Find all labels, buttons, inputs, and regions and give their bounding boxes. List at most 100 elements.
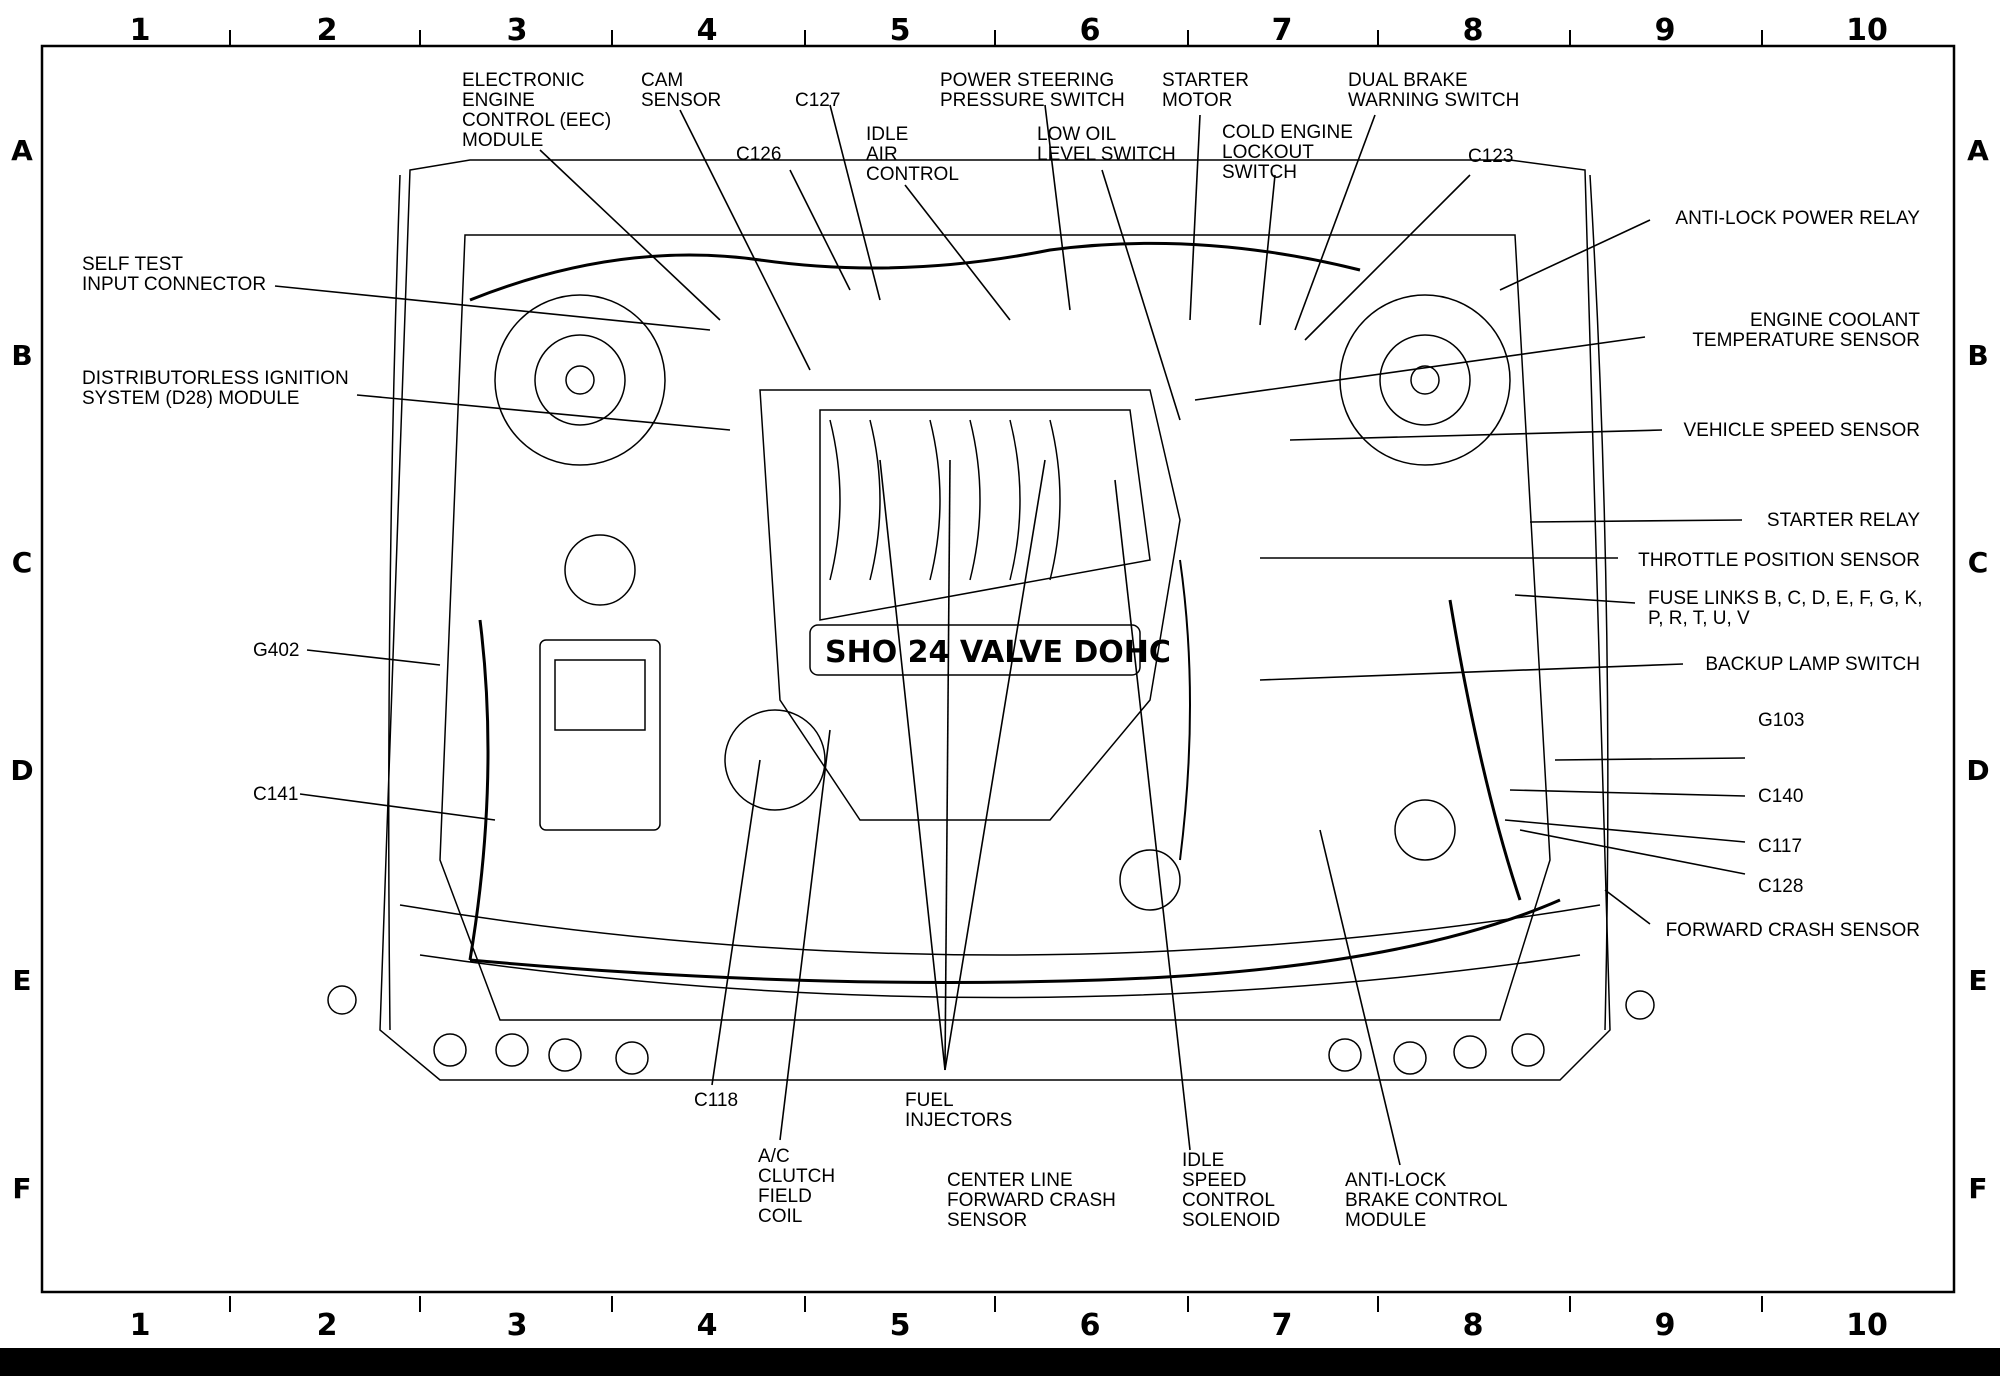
grid-column-label-bottom: 5 (890, 1308, 911, 1343)
label-line: C127 (795, 90, 840, 111)
label-fuse-links: FUSE LINKS B, C, D, E, F, G, K,P, R, T, … (1648, 588, 1923, 629)
label-starter-relay: STARTER RELAY (1767, 510, 1920, 531)
label-line: CONTROL (1182, 1190, 1275, 1211)
grid-row-label-right: E (1968, 964, 1987, 997)
grid-row-label-right: D (1966, 754, 1989, 787)
label-line: CENTER LINE (947, 1170, 1073, 1191)
label-c126: C126 (736, 144, 781, 165)
label-line: A/C (758, 1146, 790, 1167)
grid-column-label-top: 3 (507, 13, 528, 48)
label-line: STARTER RELAY (1767, 510, 1920, 531)
label-line: ENGINE COOLANT (1750, 310, 1920, 331)
label-line: FUSE LINKS B, C, D, E, F, G, K, (1648, 588, 1923, 609)
label-line: MOTOR (1162, 90, 1232, 111)
label-g103: G103 (1758, 710, 1804, 731)
label-line: MODULE (462, 130, 543, 151)
grid-column-label-bottom: 10 (1846, 1308, 1888, 1343)
label-line: CLUTCH (758, 1166, 835, 1187)
grid-row-label-right: C (1968, 546, 1989, 579)
label-line: C128 (1758, 876, 1803, 897)
label-line: LEVEL SWITCH (1037, 144, 1176, 165)
label-forward-crash-sensor: FORWARD CRASH SENSOR (1666, 920, 1920, 941)
label-c117: C117 (1758, 836, 1802, 857)
label-line: FUEL (905, 1090, 954, 1111)
label-line: C126 (736, 144, 781, 165)
label-line: COLD ENGINE (1222, 122, 1353, 143)
label-line: P, R, T, U, V (1648, 608, 1750, 629)
label-line: G103 (1758, 710, 1804, 731)
label-line: FIELD (758, 1186, 812, 1207)
engine-bay-illustration (327, 159, 1655, 1081)
label-throttle-position-sensor: THROTTLE POSITION SENSOR (1638, 550, 1920, 571)
label-line: WARNING SWITCH (1348, 90, 1519, 111)
label-line: ENGINE (462, 90, 535, 111)
grid-row-label-left: E (12, 964, 31, 997)
label-line: SOLENOID (1182, 1210, 1280, 1231)
label-line: CAM (641, 70, 683, 91)
grid-column-label-top: 9 (1655, 13, 1676, 48)
label-line: SYSTEM (D28) MODULE (82, 388, 299, 409)
label-line: CONTROL (EEC) (462, 110, 611, 131)
grid-row-label-left: F (12, 1172, 31, 1205)
label-line: G402 (253, 640, 299, 661)
label-line: POWER STEERING (940, 70, 1114, 91)
grid-column-label-top: 2 (317, 13, 338, 48)
label-line: ANTI-LOCK (1345, 1170, 1447, 1191)
grid-column-label-bottom: 6 (1080, 1308, 1101, 1343)
label-line: SENSOR (641, 90, 721, 111)
bottom-black-bar (0, 1348, 2000, 1376)
grid-column-label-top: 10 (1846, 13, 1888, 48)
grid-column-label-bottom: 4 (697, 1308, 718, 1343)
grid-column-label-top: 6 (1080, 13, 1101, 48)
label-line: FORWARD CRASH SENSOR (1666, 920, 1920, 941)
grid-column-label-top: 8 (1463, 13, 1484, 48)
label-line: MODULE (1345, 1210, 1426, 1231)
grid-row-label-left: A (11, 134, 33, 167)
label-g402: G402 (253, 640, 299, 661)
grid-column-label-top: 4 (697, 13, 718, 48)
label-line: SWITCH (1222, 162, 1297, 183)
label-vehicle-speed-sensor: VEHICLE SPEED SENSOR (1683, 420, 1920, 441)
leader-lines (274, 104, 1746, 1166)
grid-row-label-left: B (11, 339, 32, 372)
label-c127: C127 (795, 90, 840, 111)
label-line: ANTI-LOCK POWER RELAY (1675, 208, 1920, 229)
label-line: C123 (1468, 146, 1513, 167)
label-line: SELF TEST (82, 254, 183, 275)
label-line: PRESSURE SWITCH (940, 90, 1125, 111)
grid-row-label-right: A (1967, 134, 1989, 167)
grid-row-label-left: D (10, 754, 33, 787)
label-c140: C140 (1758, 786, 1803, 807)
label-c118: C118 (694, 1090, 738, 1111)
label-line: DUAL BRAKE (1348, 70, 1468, 91)
label-line: TEMPERATURE SENSOR (1692, 330, 1920, 351)
label-line: COIL (758, 1206, 802, 1227)
label-line: FORWARD CRASH (947, 1190, 1116, 1211)
grid-row-label-right: B (1967, 339, 1988, 372)
label-line: ELECTRONIC (462, 70, 584, 91)
grid-column-label-bottom: 2 (317, 1308, 338, 1343)
label-line: IDLE (1182, 1150, 1224, 1171)
grid-column-label-bottom: 8 (1463, 1308, 1484, 1343)
label-line: C141 (253, 784, 298, 805)
grid-column-label-top: 5 (890, 13, 911, 48)
label-line: AIR (866, 144, 898, 165)
label-line: LOCKOUT (1222, 142, 1314, 163)
grid-column-label-bottom: 9 (1655, 1308, 1676, 1343)
label-line: BRAKE CONTROL (1345, 1190, 1508, 1211)
label-line: IDLE (866, 124, 908, 145)
